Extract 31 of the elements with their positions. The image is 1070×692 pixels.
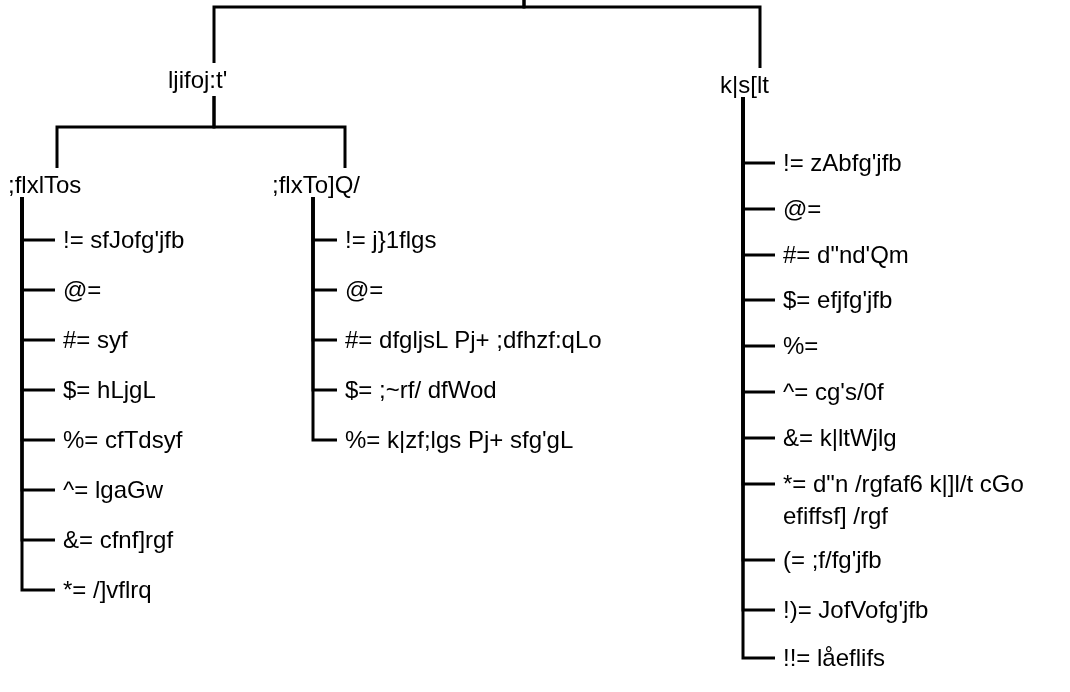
list-item-label: &= k|ltWjlg <box>783 423 897 453</box>
list-item-label: #= d"nd'Qm <box>783 240 909 270</box>
category-label: ljifoj:t' <box>168 65 228 95</box>
tree-connector <box>522 0 762 68</box>
list-item-label: (= ;f/fg'jfb <box>783 545 882 575</box>
list-item-label: $= ;~rf/ dfWod <box>345 375 497 405</box>
list-item-label: #= dfgljsL Pj+ ;dfhzf:qLo <box>345 325 602 355</box>
list-item-label: #= syf <box>63 325 128 355</box>
category-label: k|s[lt <box>720 70 769 100</box>
category-label: ;flxlTos <box>8 170 82 200</box>
category-label: ;flxTo]Q/ <box>272 170 361 200</box>
list-item-label: !)= JofVofg'jfb <box>783 595 929 625</box>
list-item-label: %= cfTdsyf <box>63 425 183 455</box>
list-item-label: *= /]vflrq <box>63 575 152 605</box>
list-item-label: %= k|zf;lgs Pj+ sfg'gL <box>345 425 574 455</box>
tree-connector <box>212 96 347 168</box>
list-item-label: != sfJofg'jfb <box>63 225 185 255</box>
list-item-label: != zAbfg'jfb <box>783 148 902 178</box>
list-item-label: !!= låeflifs <box>783 643 886 673</box>
list-item-label: @= <box>63 275 102 305</box>
list-item-label: &= cfnf]rgf <box>63 525 174 555</box>
list-item-label: != j}1flgs <box>345 225 437 255</box>
list-item-label: $= hLjgL <box>63 375 156 405</box>
list-item-label: @= <box>345 275 384 305</box>
list-item-label: %= <box>783 331 819 361</box>
list-item-label: ^= lgaGw <box>63 475 163 505</box>
list-item-label: $= efjfg'jfb <box>783 285 893 315</box>
tree-connector <box>311 197 337 442</box>
list-item-label: @= <box>783 194 822 224</box>
list-item-label: ^= cg's/0f <box>783 377 884 407</box>
list-item-label: *= d"n /rgfaf6 k|]l/t cGo efiffsf] /rgf <box>783 468 1055 532</box>
